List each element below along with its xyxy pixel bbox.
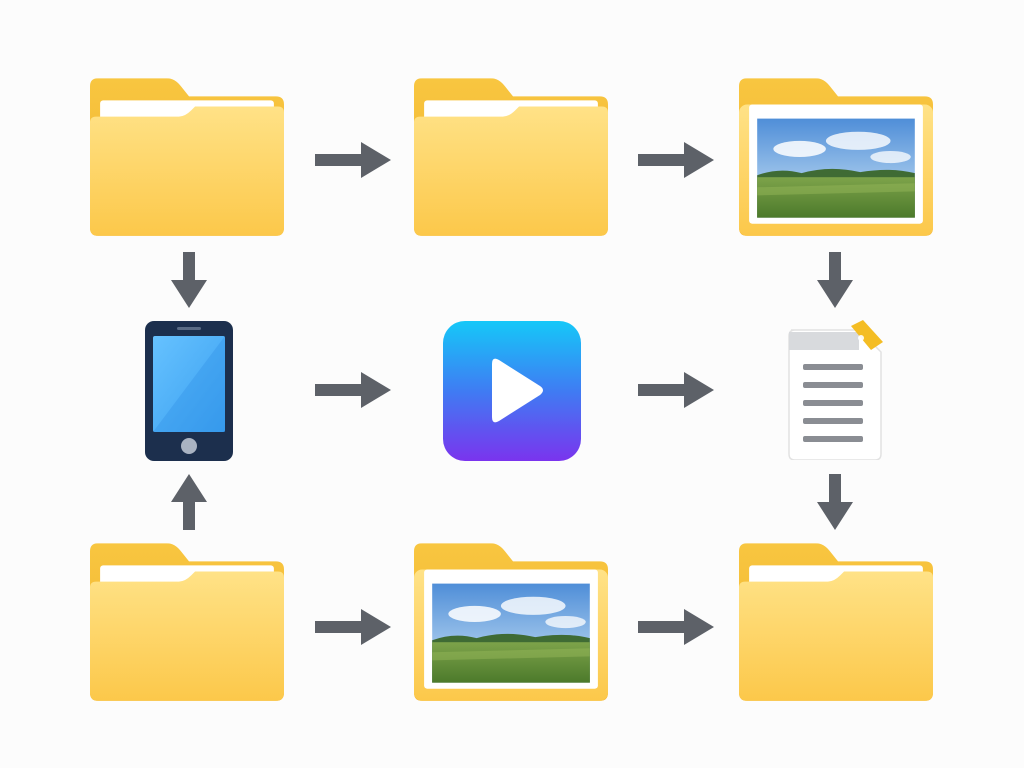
document xyxy=(785,320,885,460)
arrow-right-icon xyxy=(638,370,714,410)
arrow-right-icon xyxy=(638,140,714,180)
folder-bottom-left xyxy=(90,543,284,701)
arrow-down-icon xyxy=(815,474,855,530)
smartphone-icon xyxy=(145,321,233,461)
phone xyxy=(144,320,234,462)
arrow-right-icon xyxy=(315,370,391,410)
arrow-right-icon xyxy=(638,607,714,647)
folder-top-left xyxy=(90,78,284,236)
photo-folder-top-right xyxy=(739,78,933,236)
arrow-right-icon xyxy=(315,607,391,647)
arrow-down-icon xyxy=(169,252,209,308)
document-icon xyxy=(788,320,883,460)
photo-folder-icon xyxy=(739,78,933,236)
photo-folder-bottom-middle xyxy=(414,543,608,701)
folder-icon xyxy=(739,543,933,701)
arrow-up-icon xyxy=(169,474,209,530)
folder-icon xyxy=(414,78,608,236)
arrow-down-icon xyxy=(815,252,855,308)
folder-bottom-right xyxy=(739,543,933,701)
photo-folder-icon xyxy=(414,543,608,701)
play-icon xyxy=(443,321,581,461)
folder-icon xyxy=(90,543,284,701)
video-player xyxy=(442,320,582,462)
arrow-right-icon xyxy=(315,140,391,180)
folder-icon xyxy=(90,78,284,236)
folder-top-middle xyxy=(414,78,608,236)
